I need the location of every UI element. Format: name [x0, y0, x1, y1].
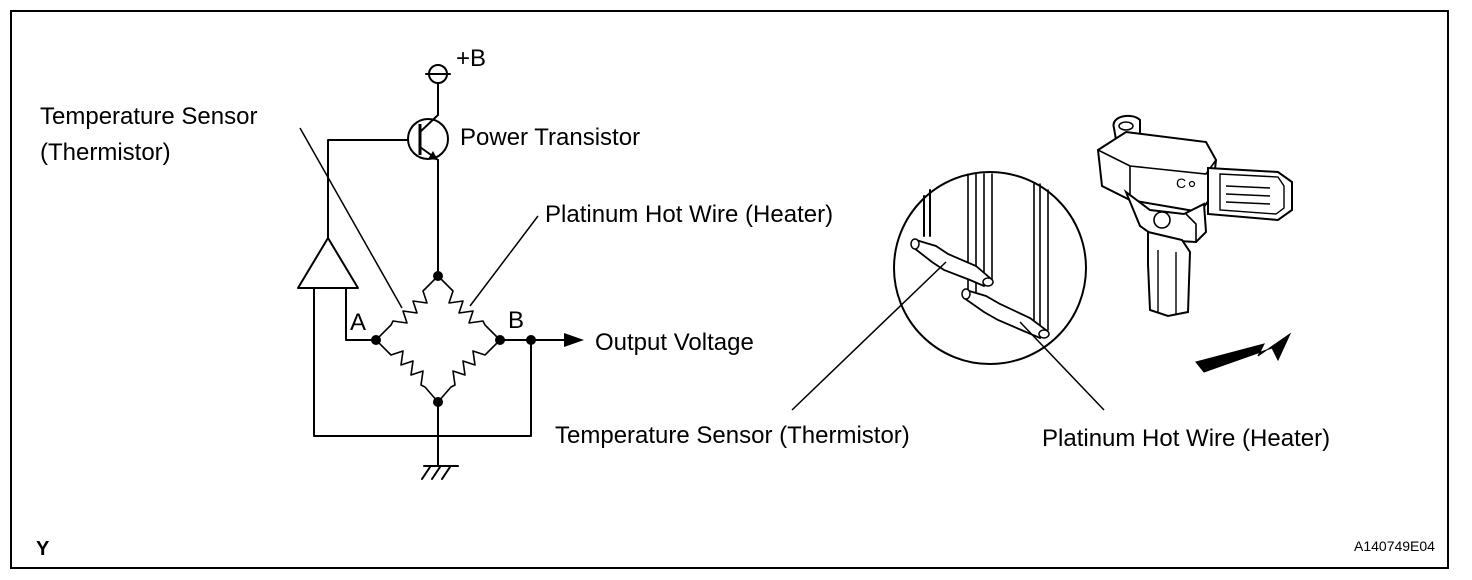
plus-b-label: +B: [456, 45, 486, 72]
hot-wire-leader: [469, 215, 539, 307]
power-transistor-label: Power Transistor: [460, 124, 640, 151]
amp-input-a-wire: [345, 287, 377, 341]
air-flow-meter-illustration: C: [1096, 114, 1293, 318]
figure-code: A140749E04: [1354, 538, 1435, 554]
platinum-hot-wire-label-bottom: Platinum Hot Wire (Heater): [1042, 425, 1330, 452]
supply-terminal-icon: [425, 64, 451, 116]
corner-letter: Y: [36, 538, 50, 560]
output-voltage-label: Output Voltage: [595, 329, 754, 356]
resistor-temp-sensor: [375, 275, 439, 341]
circuit-schematic: +B Power Transistor: [40, 45, 833, 480]
resistor-hot-wire: [437, 275, 501, 341]
amplifier-icon: [297, 237, 359, 289]
node-a-label: A: [350, 309, 366, 336]
temp-sensor-label-line1: Temperature Sensor: [40, 103, 257, 130]
output-arrow-icon: [564, 333, 584, 347]
thermistor-element: [912, 238, 992, 288]
amp-feedback-wire: [313, 287, 532, 437]
svg-text:C: C: [1176, 175, 1186, 191]
heater-leader: [1019, 321, 1105, 411]
resistor-lower-left: [375, 339, 439, 403]
resistor-lower-right: [437, 339, 501, 403]
platinum-hot-wire-label-top: Platinum Hot Wire (Heater): [545, 201, 833, 228]
airflow-arrow-icon: [1195, 332, 1292, 373]
node-b-label: B: [508, 307, 524, 334]
temp-sensor-leader: [299, 127, 403, 309]
sensor-detail-circle: [791, 171, 1105, 411]
hot-wire-element: [962, 288, 1048, 340]
figure-border: [10, 10, 1449, 569]
ground-icon: [421, 401, 459, 480]
temp-sensor-label-bottom: Temperature Sensor (Thermistor): [555, 422, 910, 449]
thermistor-leader: [791, 261, 947, 411]
temp-sensor-label-line2: (Thermistor): [40, 139, 171, 166]
transistor-base-wire: [327, 139, 409, 239]
